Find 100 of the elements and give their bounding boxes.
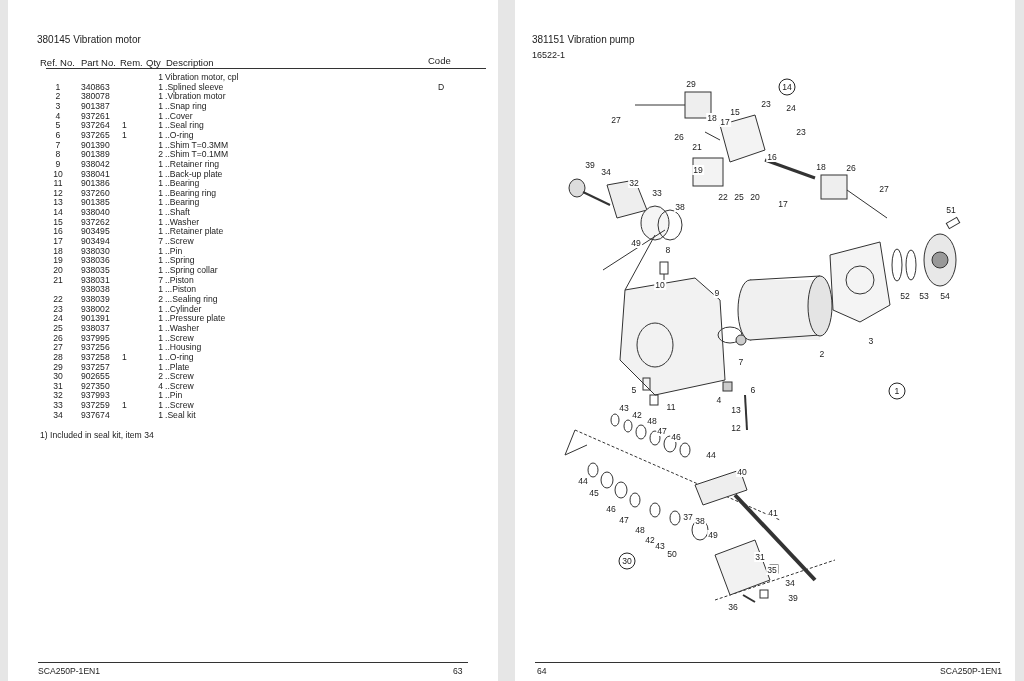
callout-number: 27 [878,184,890,194]
table-cell: 901391 [81,313,110,324]
table-cell: ..Pin [165,390,183,401]
table-cell: 1 [122,129,127,140]
callout-number: 17 [719,117,731,127]
column-header: Description [166,58,214,68]
callout-number: 22 [717,192,729,202]
callout-number: 13 [730,405,742,415]
page-title: 381151 Vibration pump [532,35,635,45]
document-code: SCA250P-1EN1 [38,666,101,676]
callout-number: 26 [673,132,685,142]
callout-number: 16 [766,152,778,162]
table-cell: 24 [53,313,63,324]
table-cell: 19 [53,255,63,266]
table-cell: 937265 [81,129,110,140]
table-cell: 23 [53,303,63,314]
footnote: 1) Included in seal kit, item 34 [40,430,154,440]
table-cell: 32 [53,390,63,401]
callout-number: 53 [918,291,930,301]
table-cell: ..Cover [165,110,193,121]
table-cell: 3 [55,100,61,111]
table-cell: 927350 [81,380,110,391]
table-cell: ..Screw [165,400,194,411]
callout-number: 42 [644,535,656,545]
table-cell: 1 [158,110,163,121]
callout-number: 39 [787,593,799,603]
table-cell: 937259 [81,400,110,411]
table-cell: ..Washer [165,216,200,227]
table-cell: 937264 [81,120,110,131]
callout-number: 7 [737,357,745,367]
table-cell: 1 [158,400,163,411]
table-cell: 1 [122,351,127,362]
table-cell: 1 [158,81,163,92]
table-cell: ..Cylinder [165,303,202,314]
callout-number: 3 [867,336,875,346]
table-cell: 7 [158,236,163,247]
callout-number: 46 [605,504,617,514]
callout-number: 15 [729,107,741,117]
table-cell: ..Spring collar [165,265,218,275]
callout-number: 23 [760,99,772,109]
callout-number: 42 [631,410,643,420]
callout-number: 20 [749,192,761,202]
document-code: SCA250P-1EN1 [940,666,1003,676]
table-cell: ..Pin [165,245,183,256]
table-cell: 938036 [81,255,110,266]
table-cell: .Seal kit [165,409,196,420]
table-cell: D [438,81,445,92]
table-cell: ..Screw [165,371,194,382]
table-cell: 901389 [81,149,110,160]
table-cell: 938035 [81,265,110,275]
table-cell: 4 [55,110,61,121]
table-cell: 1 [158,342,163,353]
callout-number: 35 [766,565,778,575]
table-cell: 4 [158,380,163,391]
table-cell: 12 [53,187,63,198]
table-cell: ...Sealing ring [165,293,218,304]
callout-number: 9 [713,288,721,298]
table-cell: 22 [53,293,63,304]
table-cell: ..Pressure plate [165,313,226,324]
table-cell: 17 [53,236,63,247]
callout-number: 34 [600,167,612,177]
table-cell: 1 [158,265,163,275]
table-cell: 2 [158,293,163,304]
callout-number: 11 [665,402,677,412]
table-cell: 15 [53,216,63,227]
table-cell: 902655 [81,371,110,382]
table-cell: ..Shaft [165,207,190,218]
callout-number: 47 [656,426,668,436]
table-cell: 18 [53,245,63,256]
callout-number: 29 [685,79,697,89]
table-cell: 938040 [81,207,110,218]
callout-number: 23 [795,127,807,137]
table-cell: 27 [53,342,63,353]
callout-number: 52 [899,291,911,301]
callout-number: 18 [706,113,718,123]
table-cell: 1 [158,168,163,179]
table-cell: 28 [53,351,63,362]
callout-number: 24 [785,103,797,113]
table-cell: .Vibration motor [165,91,226,102]
callout-number: 43 [618,403,630,413]
callout-number: 41 [767,508,779,518]
table-cell: 901390 [81,139,110,150]
table-cell: 1 [158,207,163,218]
table-cell: 8 [55,149,61,160]
table-cell: ..Shim T=0.3MM [165,139,229,150]
callout-number: 38 [694,516,706,526]
table-cell: 1 [158,91,163,102]
table-cell: 937993 [81,390,110,401]
table-cell: 938002 [81,303,110,314]
table-cell: 11 [53,178,63,189]
callout-number: 6 [749,385,757,395]
column-header: Ref. No. [40,58,75,68]
table-cell: ...Piston [165,284,197,295]
table-cell: 938030 [81,245,110,256]
callout-number: 8 [664,245,672,255]
table-cell: 29 [53,361,63,372]
table-cell: 1 [158,197,163,208]
table-cell: 21 [53,274,63,285]
table-cell: 1 [158,284,163,295]
callout-number: 12 [730,423,742,433]
